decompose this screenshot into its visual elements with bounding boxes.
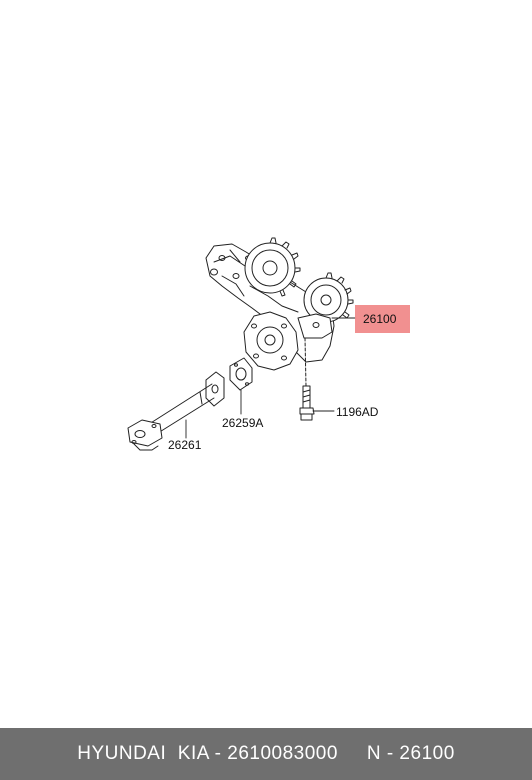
parts-diagram [127,237,357,451]
callout-oil-pump[interactable]: 26100 [363,312,397,326]
part-info-footer: HYUNDAI KIA - 2610083000 N - 26100 [0,728,532,780]
part-number-highlight [355,305,410,333]
callout-strainer[interactable]: 26261 [168,438,202,452]
driven-gear [303,272,354,323]
oil-pump-assembly [205,237,354,371]
strainer-pipe [127,371,225,451]
bolt [299,337,315,421]
leader-lines [185,317,357,439]
callout-gasket[interactable]: 26259A [222,416,264,430]
drive-gear [244,237,301,297]
gasket [229,357,253,391]
footer-part-number: HYUNDAI KIA - 2610083000 N - 26100 [77,743,455,764]
callout-bolt[interactable]: 1196AD [336,405,379,419]
